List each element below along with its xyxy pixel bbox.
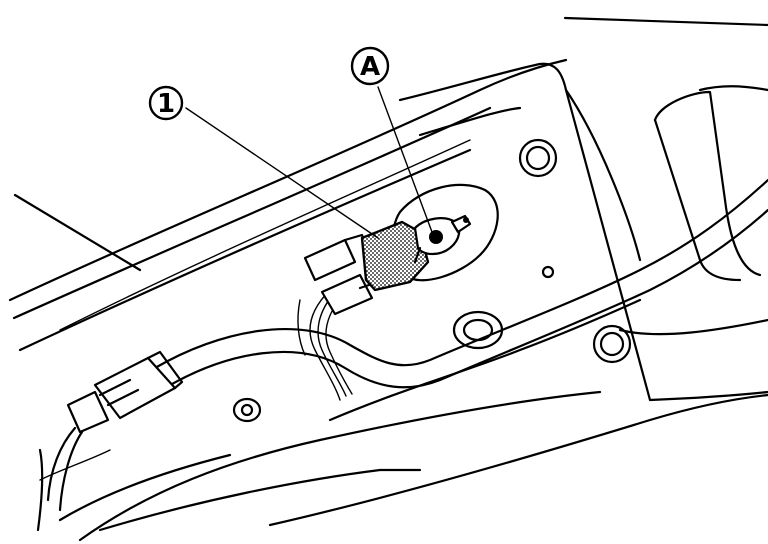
bracket-plate (398, 62, 768, 402)
callout-1: 1 (148, 85, 184, 121)
wire-harness (39, 178, 768, 542)
callout-a: A (350, 46, 390, 86)
leader-line-a (377, 86, 433, 233)
callout-a-label: A (360, 52, 380, 82)
bolt-hole-upper (518, 138, 558, 178)
sensor-tip (413, 214, 472, 264)
bolt-hole-lower-left (232, 397, 262, 423)
harness-connector (36, 350, 184, 532)
part-1-sensor (360, 220, 430, 292)
sensor-wires (297, 289, 353, 401)
sensor-connector (303, 233, 380, 316)
bolt-hole-center (452, 310, 504, 350)
callout-1-label: 1 (157, 89, 175, 119)
leader-line-1 (185, 107, 379, 239)
bolt-hole-right (592, 324, 632, 364)
small-hole (541, 265, 555, 279)
